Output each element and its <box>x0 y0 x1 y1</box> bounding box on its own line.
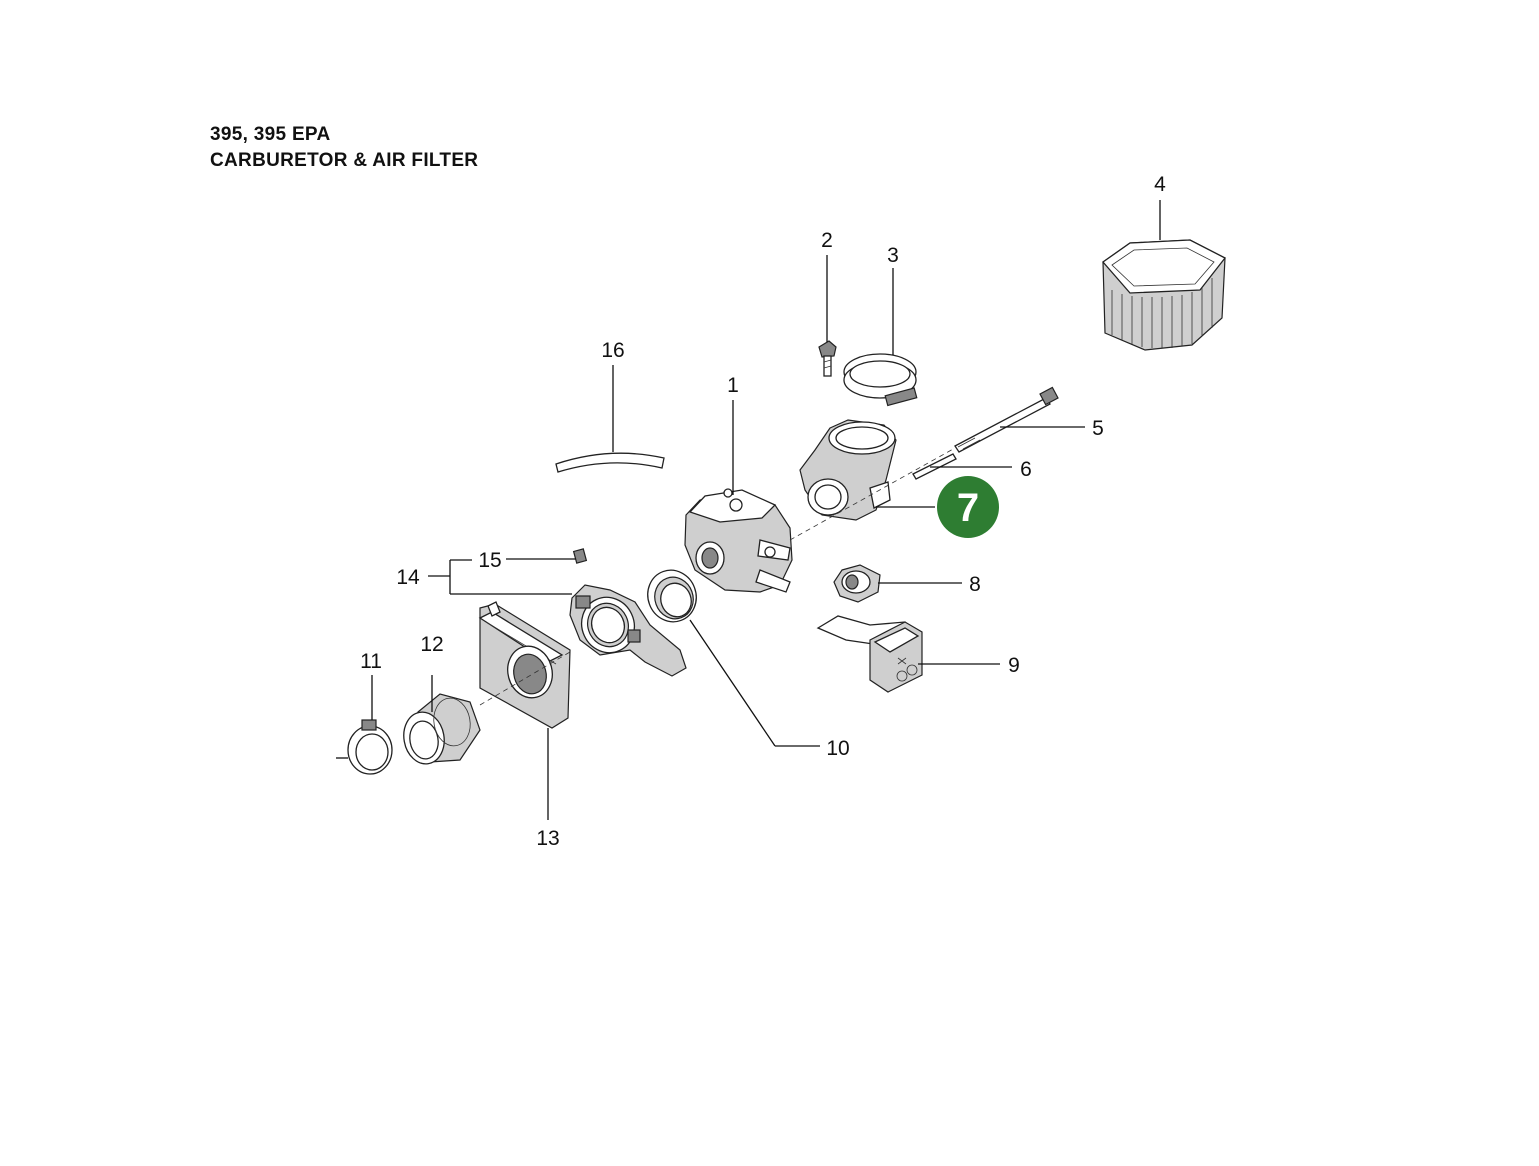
selected-part-badge[interactable]: 7 <box>937 476 999 538</box>
part-3-hose-clamp[interactable] <box>843 353 918 407</box>
diagram-title-block: 395, 395 EPA CARBURETOR & AIR FILTER <box>210 122 478 174</box>
part-7-intake-elbow[interactable] <box>799 419 897 521</box>
part-4-air-filter[interactable] <box>1102 239 1226 351</box>
selected-part-circle <box>937 476 999 538</box>
callout-7: 7 <box>957 486 979 530</box>
part-15-clip[interactable] <box>572 548 588 564</box>
part-1-carburetor[interactable] <box>684 488 793 593</box>
callout-14: 14 <box>396 566 420 589</box>
model-line: 395, 395 EPA <box>210 124 331 145</box>
callout-13: 13 <box>536 827 559 850</box>
leader-lines <box>336 200 1161 820</box>
part-2-screw[interactable] <box>818 340 837 377</box>
part-16-fuel-hose[interactable] <box>555 452 665 473</box>
part-9-throttle-slide[interactable] <box>816 615 923 693</box>
part-5-long-bolt[interactable] <box>954 386 1059 453</box>
callout-5: 5 <box>1092 417 1104 440</box>
callout-15: 15 <box>478 549 501 572</box>
callout-labels: 1 2 3 4 5 6 8 9 10 11 12 13 14 15 16 <box>360 173 1166 850</box>
part-14-bracket[interactable] <box>569 584 687 677</box>
callout-16: 16 <box>601 339 624 362</box>
callout-12: 12 <box>420 633 443 656</box>
part-11-clamp[interactable] <box>347 719 393 775</box>
callout-8: 8 <box>969 573 981 596</box>
part-12-intake-boot[interactable] <box>400 693 481 767</box>
callout-6: 6 <box>1020 458 1032 481</box>
part-13-intake-plate[interactable] <box>478 601 571 729</box>
part-10-rubber-ring[interactable] <box>641 563 704 628</box>
callout-10: 10 <box>826 737 849 760</box>
callout-3: 3 <box>887 244 899 267</box>
section-title: CARBURETOR & AIR FILTER <box>210 150 479 171</box>
callout-9: 9 <box>1008 654 1020 677</box>
callout-2: 2 <box>821 229 833 252</box>
part-8-choke-knob[interactable] <box>833 564 881 603</box>
callout-1: 1 <box>727 374 739 397</box>
callout-11: 11 <box>360 650 382 673</box>
callout-4: 4 <box>1154 173 1166 196</box>
